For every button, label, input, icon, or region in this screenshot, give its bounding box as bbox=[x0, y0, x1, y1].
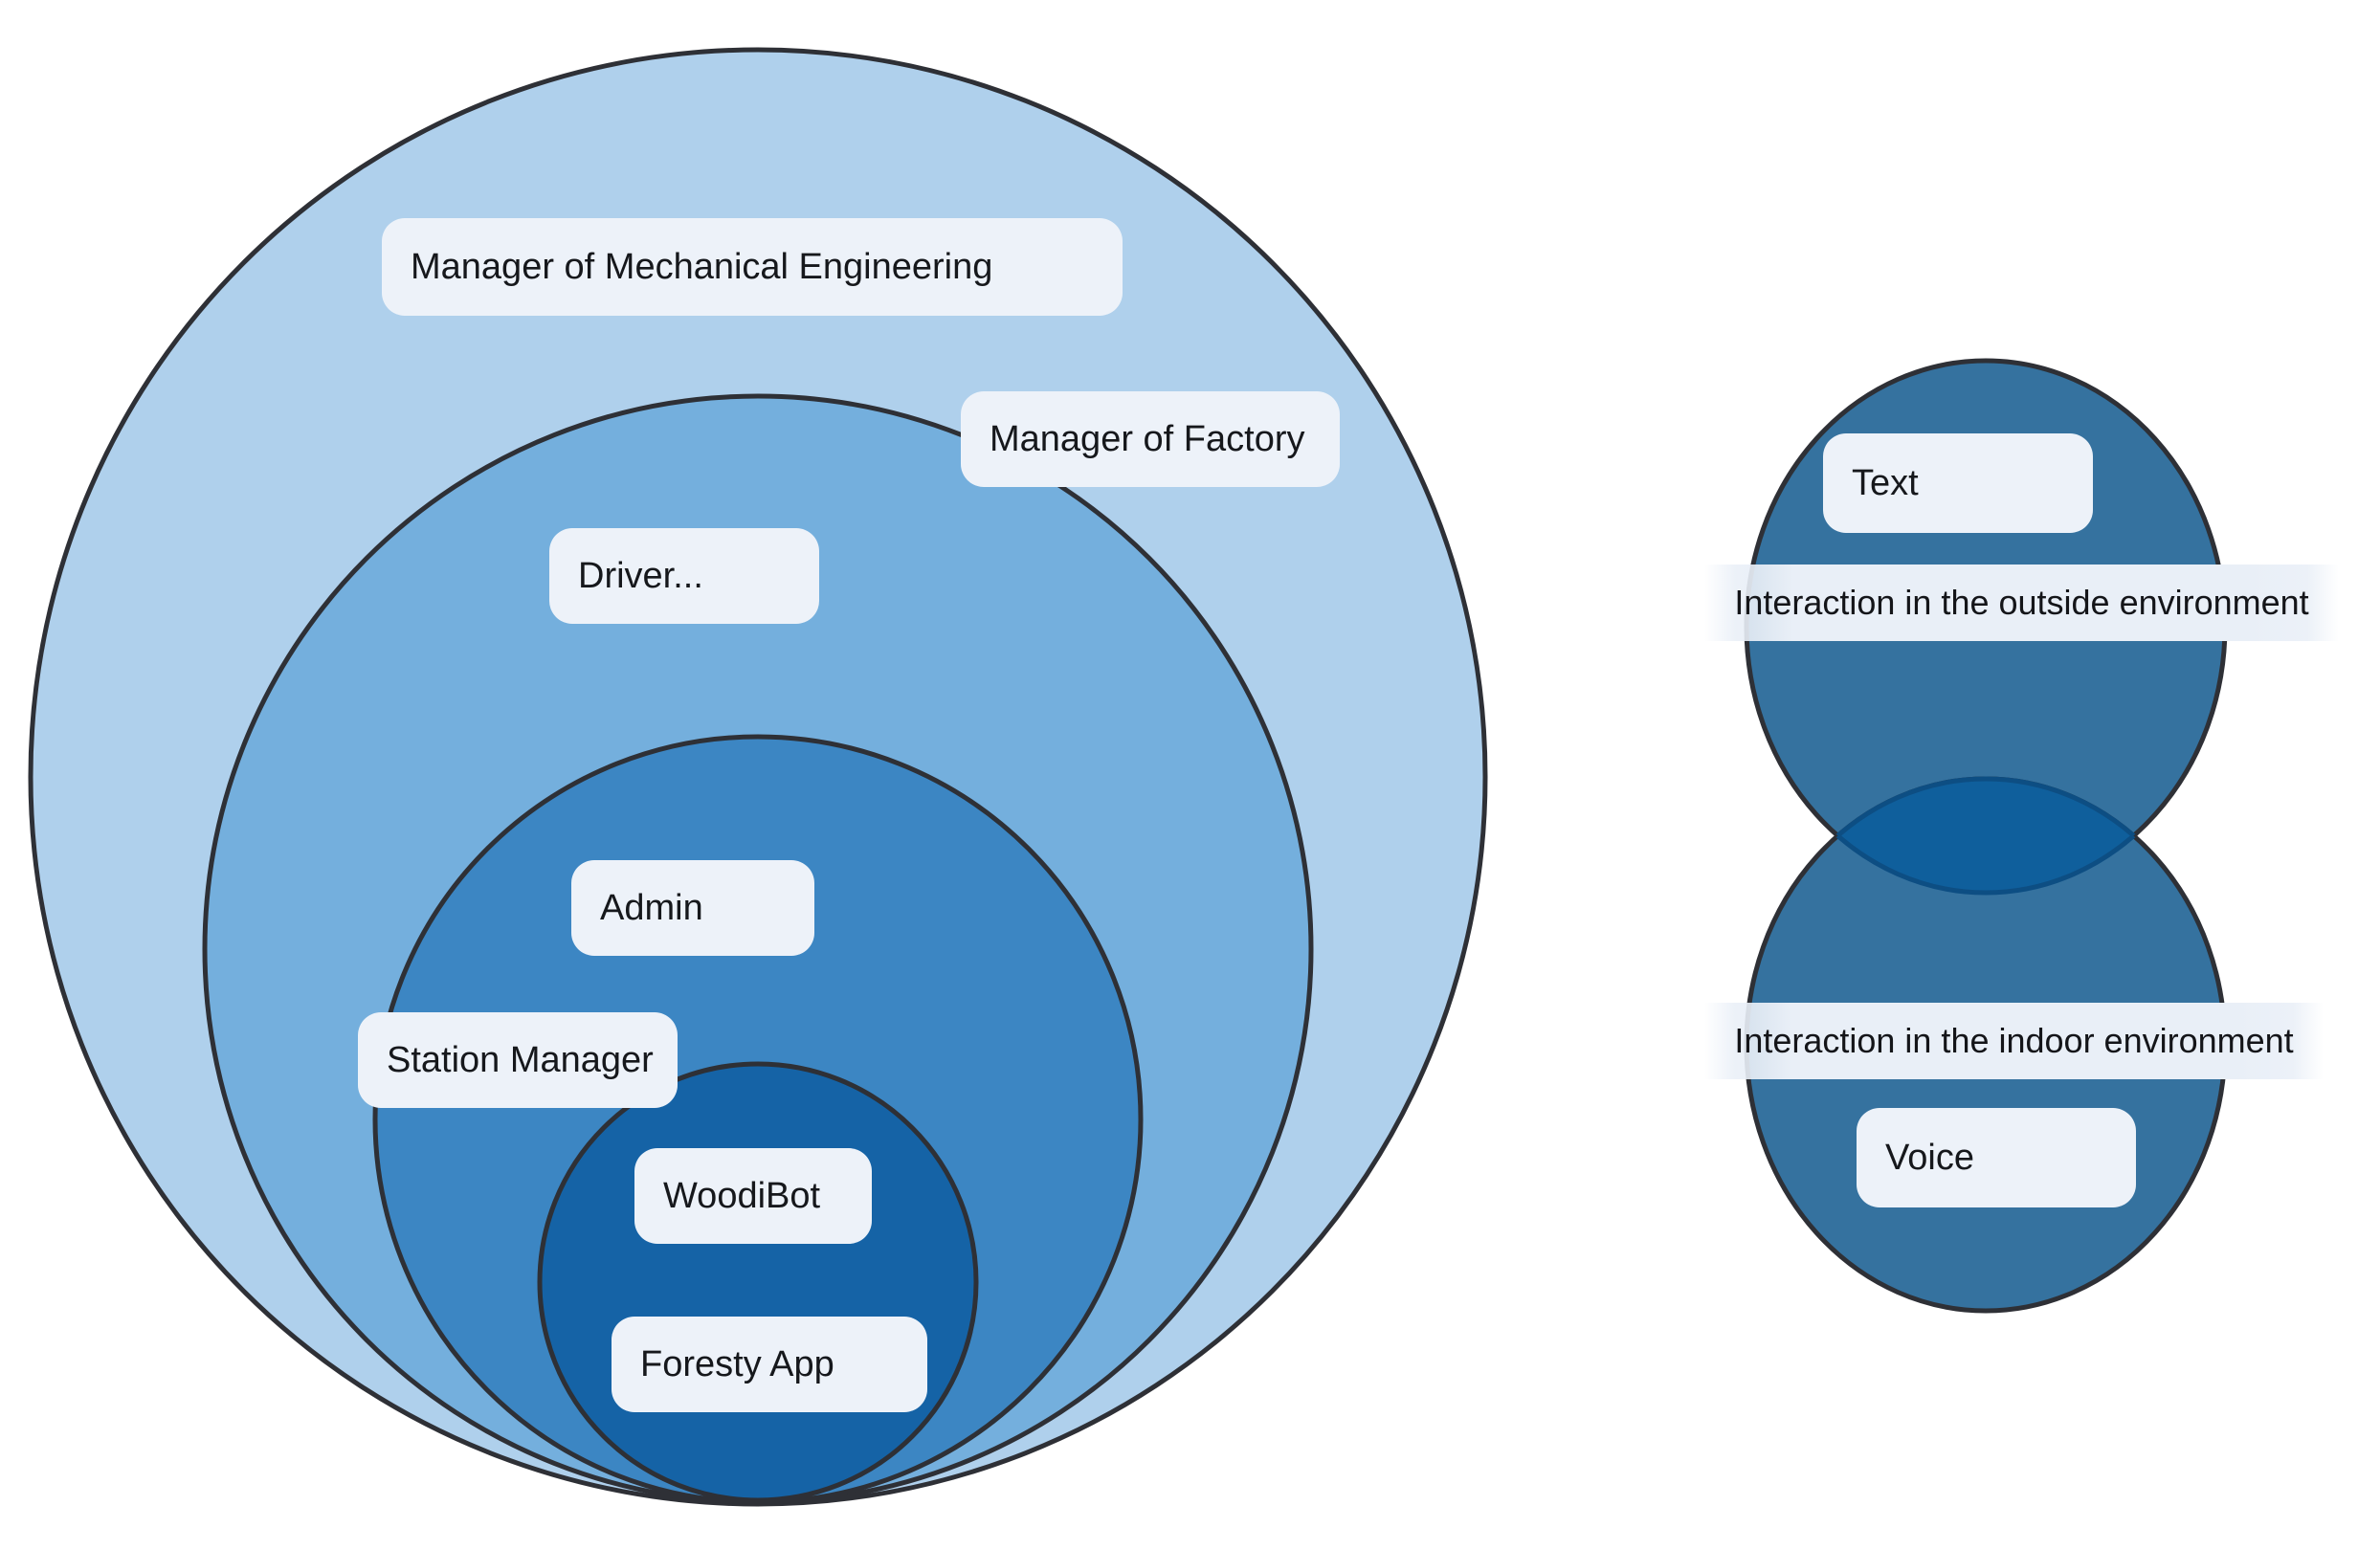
label-voice[interactable]: Voice bbox=[1857, 1108, 2136, 1207]
caption-outside-environment[interactable]: Interaction in the outside environment bbox=[1704, 565, 2339, 641]
label-admin[interactable]: Admin bbox=[571, 860, 814, 956]
onion-ring-inner[interactable] bbox=[537, 1061, 979, 1503]
label-woodibot[interactable]: WoodiBot bbox=[634, 1148, 872, 1244]
label-foresty-app[interactable]: Foresty App bbox=[612, 1317, 927, 1412]
venn-overlap bbox=[1746, 776, 2225, 893]
label-station-manager[interactable]: Station Manager bbox=[358, 1012, 678, 1108]
label-manager-of-factory[interactable]: Manager of Factory bbox=[961, 391, 1340, 487]
caption-indoor-environment[interactable]: Interaction in the indoor environment bbox=[1704, 1003, 2324, 1079]
venn-overlap-arc bbox=[1746, 779, 2225, 896]
label-manager-of-mechanical-engineering[interactable]: Manager of Mechanical Engineering bbox=[382, 218, 1123, 316]
label-text[interactable]: Text bbox=[1823, 433, 2093, 533]
label-driver[interactable]: Driver... bbox=[549, 528, 819, 624]
